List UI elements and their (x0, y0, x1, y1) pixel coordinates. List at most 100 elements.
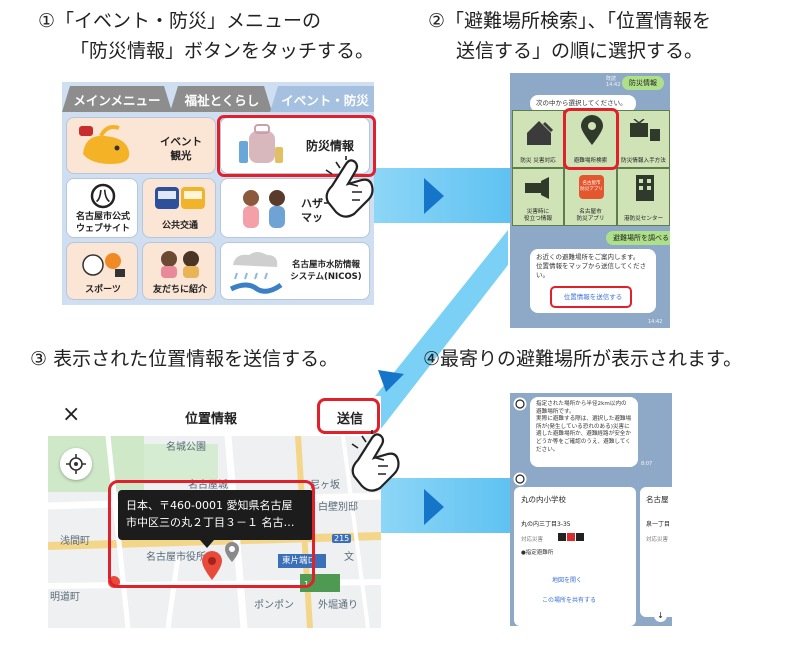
location-title: 位置情報 (185, 412, 238, 427)
tile-event-label: イベント 観光 (160, 136, 202, 162)
flashlight-icon (525, 177, 549, 199)
menu-panel: メインメニュー 福祉とくらし イベント・防災 イベント 観光 防災情報 八 名古… (62, 82, 374, 305)
grid-disaster-response[interactable]: 防災 災害対応 (512, 110, 564, 168)
location-pin-icon (202, 551, 222, 580)
shelter-name: 丸の内小学校 (521, 495, 566, 504)
bousai-bag-icon (239, 124, 283, 163)
open-map-link[interactable]: 地図を開く (552, 577, 583, 584)
read-receipt: 既読 14:42 (606, 76, 621, 88)
hazard-label: 対応災害 (521, 537, 544, 543)
sent-search-bubble: 避難場所を調べる (606, 231, 670, 245)
address-text: 日本、〒460-0001 愛知県名古屋 市中区三の丸２丁目３－１ 名古… (126, 499, 295, 529)
prompt-bubble: 次の中から選択してください。 (530, 95, 636, 112)
designated-label: ●指定避難所 (521, 550, 554, 556)
shelter-address: 丸の内三丁目3-35 (521, 521, 571, 528)
highlight-address (108, 480, 315, 588)
sent-bousai-bubble: 防災情報 (622, 76, 664, 90)
bot-avatar-icon (513, 397, 527, 411)
tap-hand-icon (325, 156, 374, 218)
share-link[interactable]: この場所を共有する (542, 597, 597, 604)
tile-friends[interactable]: 友だちに紹介 (142, 242, 216, 300)
app-badge: 名古屋市 防災アプリ (579, 175, 604, 199)
grid-minato-center[interactable]: 港防災センター (617, 168, 670, 226)
arrow-diagonal-icon (378, 370, 404, 392)
chat-time: 14:42 (648, 319, 663, 325)
tile-friends-label: 友だちに紹介 (152, 285, 207, 295)
grid-evacuation-search[interactable]: 避難場所検索 (564, 110, 617, 168)
friends-icon (161, 251, 199, 278)
send-location-link[interactable]: 位置情報を送信する (563, 293, 623, 301)
step4-caption: ④最寄りの避難場所が表示されます。 (423, 348, 743, 370)
nagoya-mark-icon: 八 (90, 183, 116, 209)
highlight-bousai (217, 115, 376, 177)
result-message: 指定された場所から半径2km以内の避難場所です。 実際に避難する際は、選択した避… (530, 397, 638, 467)
shelter-card-1: 丸の内小学校 丸の内三丁目3-35 対応災害 ●指定避難所 地図を開く この場所… (514, 487, 636, 626)
tile-nicos[interactable]: 名古屋市水防情報 システム(NICOS) (220, 242, 370, 300)
locate-button[interactable] (60, 448, 92, 480)
tile-sports[interactable]: スポーツ (66, 242, 138, 300)
step2-caption-line1: ②「避難場所検索」、「位置情報を (428, 10, 712, 32)
tile-transit[interactable]: 公共交通 (142, 178, 216, 238)
tile-city-site-label: 名古屋市公式 ウェブサイト (75, 212, 130, 234)
house-tools-icon (527, 121, 554, 145)
send-button[interactable]: 送信 (337, 412, 364, 427)
bot-avatar-icon (513, 472, 527, 486)
highlight-send-location (550, 286, 632, 308)
tile-bousai-label: 防災情報 (305, 139, 354, 153)
scroll-down-button[interactable]: ↓ (654, 609, 667, 622)
map-pin-icon (581, 115, 603, 145)
grid-bousai-app[interactable]: 名古屋市 防災アプリ 名古屋市 防災アプリ (564, 168, 617, 226)
tile-city-site[interactable]: 八 名古屋市公式 ウェブサイト (66, 178, 138, 238)
highlight-evacuation-search (563, 108, 619, 170)
bus-train-icon (155, 187, 205, 209)
tile-hazard-label: ハザー マッ (301, 197, 334, 224)
map-label-higashikatahashi: 東片端ロ (282, 556, 317, 566)
tab-event-bousai[interactable]: イベント・防災 (281, 92, 369, 108)
building-icon (636, 175, 654, 201)
crosshair-icon (66, 454, 86, 474)
shelter-card-2: 名古屋 泉一丁目 対応災害 (640, 487, 672, 617)
location-panel: × 位置情報 送信 名城公園 名古屋城 尼ヶ坂 白壁別邸 浅間町 名古屋市役所 … (48, 396, 381, 628)
tile-event[interactable]: イベント 観光 (66, 117, 216, 174)
sports-icon (82, 253, 125, 277)
tap-hand-icon (351, 430, 400, 492)
grid-label: 避難場所検索 (573, 158, 608, 164)
shelter-address: 泉一丁目 (646, 521, 671, 528)
grid-label: 防災 災害対応 (520, 158, 556, 164)
tile-transit-label: 公共交通 (161, 221, 198, 231)
tab-strip (62, 86, 374, 112)
info-text: お近くの避難場所をご案内します。 位置情報をマップから送信してください。 (536, 253, 647, 279)
tooltip-tail (200, 540, 214, 548)
map-label-cityhall: 名古屋市役所 (146, 552, 206, 563)
tab-welfare[interactable]: 福祉とくらし (184, 92, 260, 108)
grid-info-methods[interactable]: 防災情報入手方法 (617, 110, 670, 168)
tile-sports-label: スポーツ (85, 285, 121, 295)
result-time: 8:07 (641, 461, 653, 467)
chat-panel: 防災情報 既読 14:42 次の中から選択してください。 防災 災害対応 避難場… (510, 73, 670, 328)
family-icon (243, 190, 285, 228)
step1-caption-line2: 「防災情報」ボタンをタッチする。 (70, 40, 375, 62)
shelter-name: 名古屋 (646, 495, 669, 504)
rain-water-icon (229, 252, 283, 294)
close-icon[interactable]: × (62, 402, 81, 427)
map-label-meido: 明道町 (50, 592, 80, 603)
tab-main-menu[interactable]: メインメニュー (73, 92, 161, 108)
grid-label: 防災情報入手方法 (621, 158, 666, 164)
grey-pin-icon (225, 542, 239, 562)
step3-caption: ③ 表示された位置情報を送信する。 (30, 348, 339, 370)
map-label-ring: 215 (332, 534, 352, 543)
grid-useful-info[interactable]: 災害時に 役立つ情報 (512, 168, 564, 226)
map-label-amagasaka: 尼ヶ坂 (310, 480, 340, 491)
map-label-ponpon: ポンポン (254, 600, 294, 611)
band-top (374, 168, 510, 223)
map-label-bunka: 文 (344, 552, 354, 563)
tv-radio-icon (630, 119, 660, 141)
step2-caption-line2: 送信する」の順に選択する。 (456, 40, 704, 62)
svg-text:八: 八 (95, 189, 111, 205)
result-panel: 指定された場所から半径2km以内の避難場所です。 実際に避難する際は、選択した避… (510, 393, 672, 626)
map-label-sengenchou: 浅間町 (60, 536, 90, 547)
arrow-right-icon (424, 178, 444, 214)
highlight-send-button (317, 398, 380, 434)
address-tooltip: 日本、〒460-0001 愛知県名古屋 市中区三の丸２丁目３－１ 名古… (118, 490, 314, 540)
grid-label: 港防災センター (623, 216, 664, 222)
